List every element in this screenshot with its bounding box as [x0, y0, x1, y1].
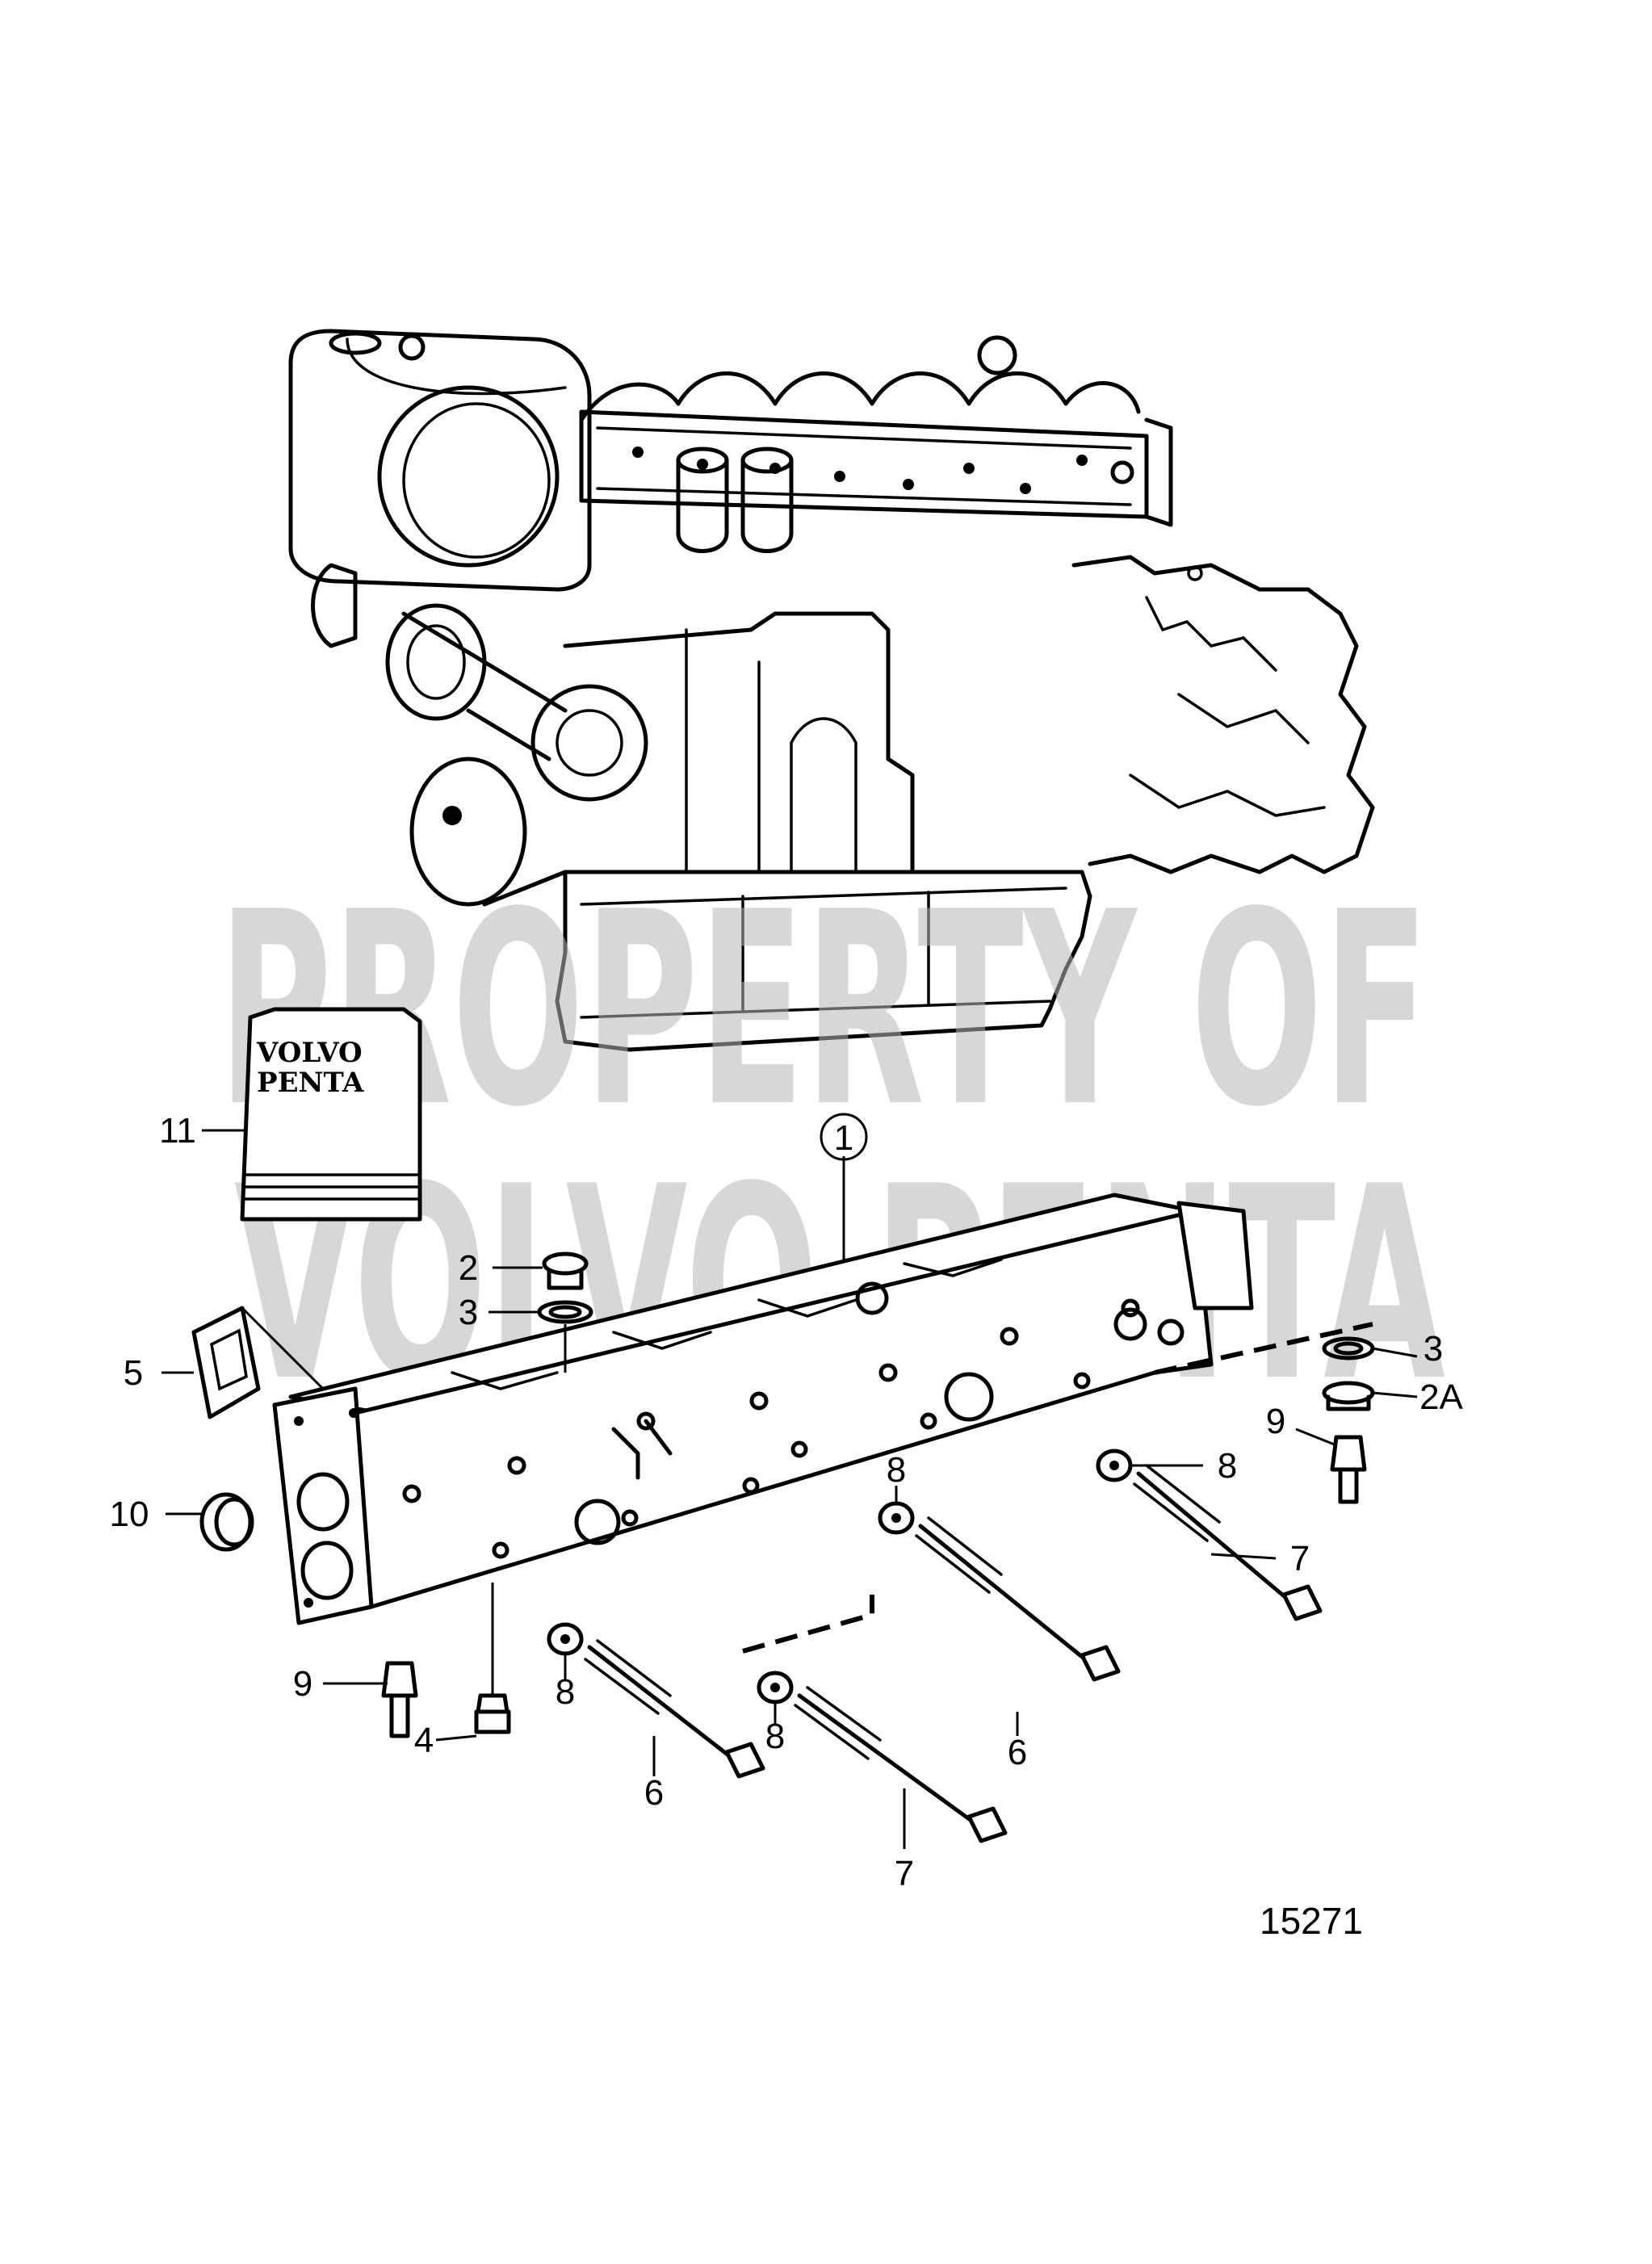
plug-2a	[1322, 1381, 1375, 1411]
callout-2: 2	[459, 1248, 478, 1288]
leader-lines	[161, 1113, 1418, 1849]
callout-8-d: 8	[1218, 1446, 1237, 1486]
washer-8-a	[547, 1622, 584, 1656]
callout-6-right: 6	[1008, 1733, 1027, 1772]
bolt-7-right	[1133, 1464, 1323, 1621]
callout-1: 1	[834, 1118, 853, 1158]
callout-7-bottom: 7	[895, 1854, 914, 1893]
callout-11: 11	[159, 1111, 196, 1151]
callout-4: 4	[414, 1721, 434, 1760]
plug-2	[542, 1251, 589, 1290]
cap-10	[199, 1492, 254, 1552]
callout-3-right: 3	[1423, 1329, 1443, 1369]
washer-8-b	[757, 1671, 794, 1704]
callout-9-right: 9	[1266, 1402, 1285, 1441]
callout-6-left: 6	[644, 1773, 664, 1813]
callout-7-right: 7	[1290, 1539, 1310, 1579]
engine-illustration	[288, 329, 1375, 1052]
callout-8-c: 8	[887, 1450, 906, 1490]
gasket-5	[191, 1306, 325, 1419]
manual-booklet: VOLVO PENTA	[240, 1007, 422, 1222]
callout-labels: 1 2 3 3 2A 9 5 10 11 9 4 8 8 8 8 6 6 7 7	[110, 1111, 1464, 1893]
callout-3-left: 3	[459, 1293, 478, 1332]
exhaust-manifold	[272, 1193, 1373, 1654]
callout-5: 5	[124, 1353, 143, 1393]
callout-2a: 2A	[1419, 1377, 1463, 1417]
manual-brand-line-1: VOLVO	[256, 1037, 363, 1069]
callout-10: 10	[110, 1495, 149, 1534]
bolt-7-bottom	[794, 1686, 1008, 1843]
nipple-9-left	[381, 1661, 418, 1738]
washer-8-d	[1096, 1449, 1133, 1482]
callout-8-b: 8	[765, 1717, 785, 1756]
callout-8-a: 8	[556, 1672, 575, 1712]
manual-brand-line-2: PENTA	[257, 1067, 364, 1099]
nipple-9-right	[1330, 1435, 1367, 1504]
callout-9-left: 9	[293, 1664, 312, 1704]
bolt-6-left	[584, 1639, 765, 1779]
figure-number: 15271	[1260, 1900, 1363, 1942]
bolt-6-right	[915, 1516, 1121, 1682]
washer-8-c	[878, 1501, 915, 1535]
plug-4	[474, 1583, 511, 1734]
